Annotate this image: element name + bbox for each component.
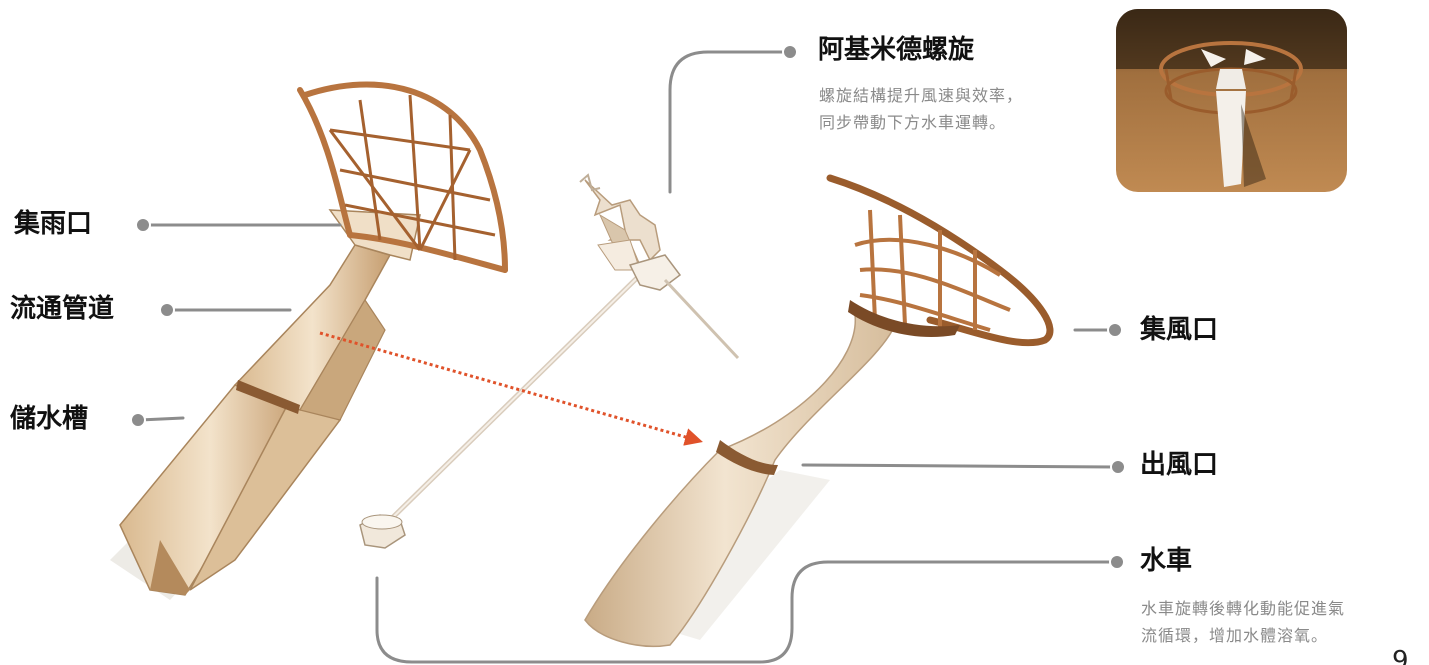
label-flow-pipe: 流通管道 — [10, 294, 115, 324]
label-rain-inlet: 集雨口 — [14, 209, 93, 239]
wind-tower — [584, 174, 1054, 647]
circle-dot-icon — [1109, 554, 1125, 570]
desc-waterwheel-line: 流循環，增加水體溶氧。 — [1141, 626, 1329, 645]
page-number: 9 — [1392, 646, 1409, 665]
leader-wind-outlet — [801, 463, 1117, 469]
label-archimedes: 阿基米德螺旋 — [818, 35, 975, 65]
archimedes-screw-assembly — [359, 173, 740, 549]
leader-archimedes — [668, 50, 787, 194]
desc-archimedes-line: 同步帶動下方水車運轉。 — [819, 113, 1007, 132]
label-wind-inlet: 集風口 — [1140, 315, 1219, 345]
desc-waterwheel-line: 水車旋轉後轉化動能促進氣 — [1141, 599, 1346, 618]
flow-arrow — [319, 331, 703, 446]
rain-collector-tower — [110, 81, 508, 600]
leader-dots — [130, 44, 1126, 570]
circle-dot-icon — [1107, 322, 1123, 338]
leader-waterwheel — [375, 560, 1117, 664]
circle-dot-icon — [159, 302, 175, 318]
leader-lines — [138, 50, 1117, 664]
leader-water-tank — [138, 416, 185, 422]
circle-dot-icon — [782, 44, 798, 60]
desc-archimedes: 螺旋結構提升風速與效率， 同步帶動下方水車運轉。 — [819, 82, 1023, 136]
render-photo — [1116, 9, 1347, 192]
circle-dot-icon — [135, 217, 151, 233]
circle-dot-icon — [1110, 459, 1126, 475]
desc-archimedes-line: 螺旋結構提升風速與效率， — [819, 86, 1024, 105]
label-water-tank: 儲水槽 — [10, 404, 89, 434]
label-wind-outlet: 出風口 — [1140, 450, 1219, 480]
label-waterwheel: 水車 — [1140, 546, 1193, 576]
circle-dot-icon — [130, 412, 146, 428]
desc-waterwheel: 水車旋轉後轉化動能促進氣 流循環，增加水體溶氧。 — [1141, 595, 1345, 649]
